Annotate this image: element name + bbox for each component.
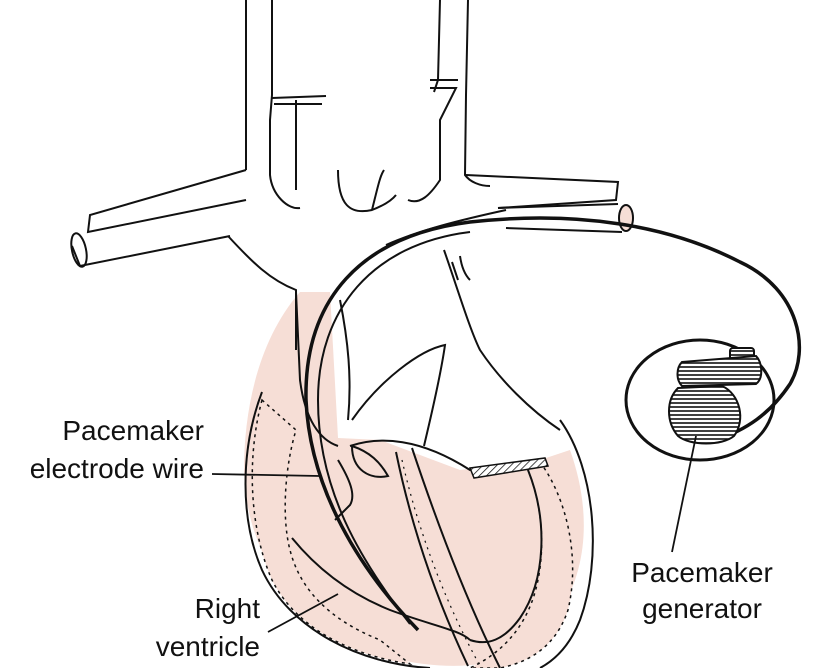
vein-right-subclavian (465, 174, 620, 209)
lead-wire (304, 216, 802, 632)
leader-electrode (211, 473, 321, 477)
label-electrode-line1: Pacemaker (62, 415, 204, 446)
label-generator-line2: generator (642, 593, 762, 624)
pacemaker-generator (624, 338, 776, 462)
atrium (295, 249, 561, 447)
vein-opening-left (70, 232, 88, 268)
heart-outer-wall (244, 391, 594, 668)
label-ventricle-line2: ventricle (156, 631, 260, 662)
aorta-inner (451, 255, 471, 281)
label-generator-line1: Pacemaker (631, 557, 773, 588)
pacemaker-lead (304, 216, 802, 632)
leader-generator (671, 435, 697, 553)
vein-center (337, 169, 397, 213)
generator-body (668, 384, 742, 445)
vein-right-jugular (433, 0, 491, 187)
lead-wire-inner (316, 231, 471, 625)
vein-left-subclavian (71, 169, 247, 268)
heart (244, 292, 594, 668)
valve-plane (349, 439, 546, 472)
leader-ventricle (267, 593, 339, 633)
vein-left-inner (271, 95, 327, 190)
heart-tissue-fill (244, 292, 584, 666)
veins (70, 0, 634, 350)
valve-leaflets (334, 444, 390, 521)
valve-band-hatched (468, 457, 550, 479)
atrium-outline (295, 291, 339, 447)
vein-right-lower (497, 203, 623, 233)
ventricle-inner-right (469, 469, 543, 644)
ventricle-inner (291, 537, 471, 641)
label-electrode-line2: electrode wire (30, 453, 204, 484)
vein-left-jugular (245, 0, 301, 210)
generator-body-top (676, 354, 763, 388)
atrium-inner (339, 299, 447, 447)
labels: Pacemaker electrode wire Pacemaker gener… (30, 415, 773, 662)
label-ventricle-line1: Right (195, 593, 261, 624)
generator-pocket (624, 338, 776, 462)
vein-right-inner (407, 79, 458, 203)
svc (227, 209, 507, 350)
myocardium-left (251, 398, 413, 666)
aorta-curve (443, 249, 561, 431)
leader-lines (211, 435, 697, 633)
septum (395, 447, 501, 668)
